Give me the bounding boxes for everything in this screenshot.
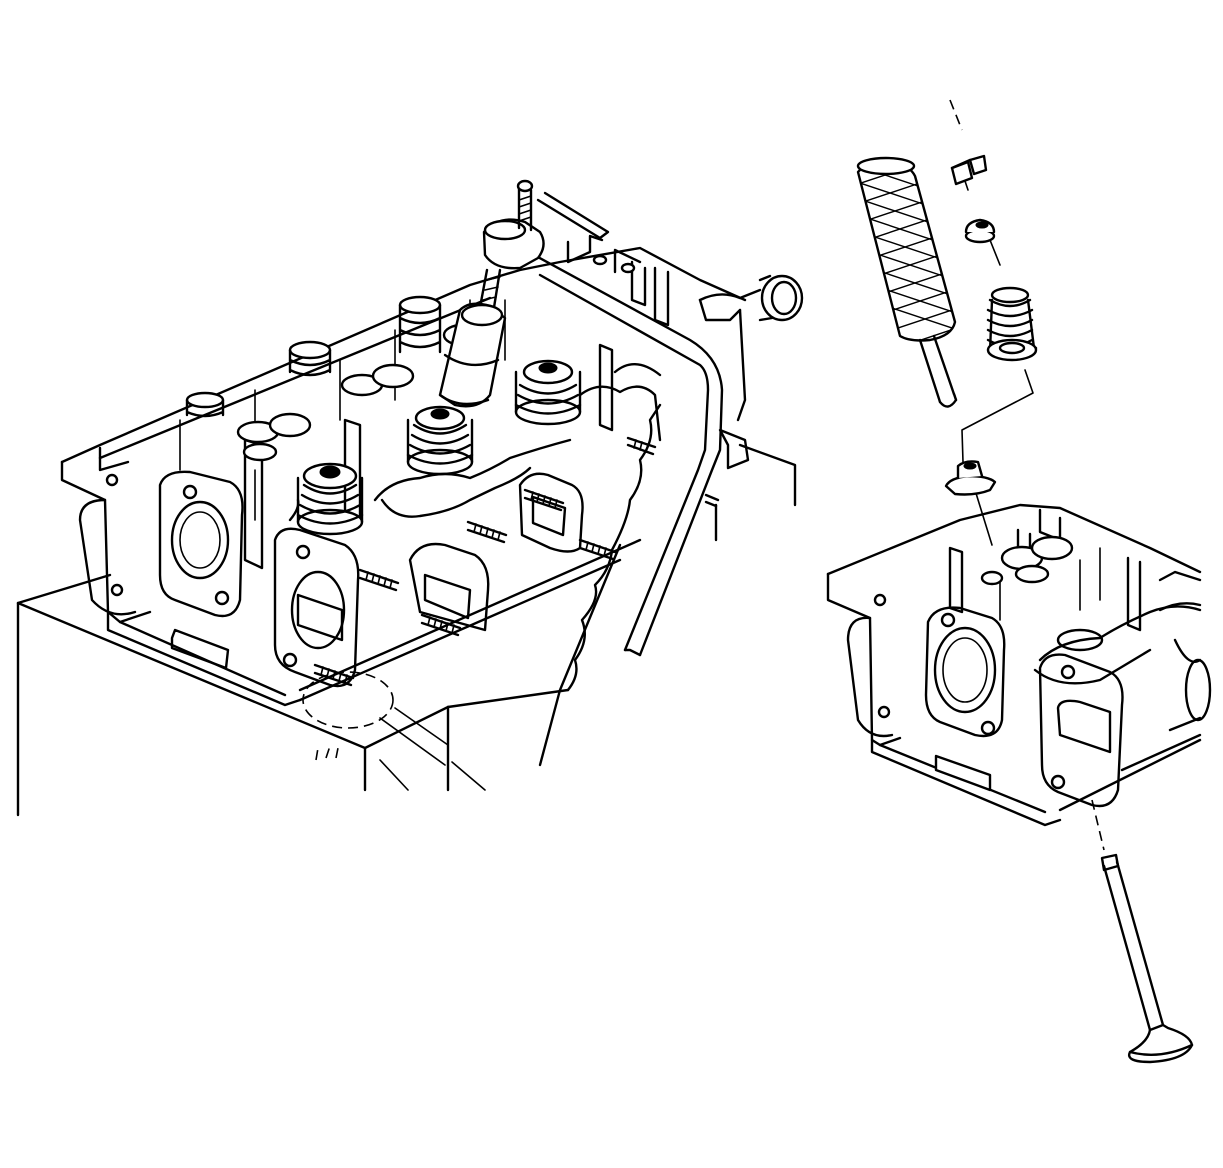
cylinder-head-icon bbox=[698, 274, 804, 470]
valve-spring-compressor-icon bbox=[438, 179, 724, 767]
seal-installer-tool-icon bbox=[856, 156, 958, 408]
cylinder-head-icon bbox=[826, 503, 1212, 827]
spring-retainer-icon bbox=[964, 218, 996, 244]
valve-keeper-icon bbox=[950, 154, 988, 186]
workbench-block-icon bbox=[16, 443, 797, 817]
valve-spring-icon bbox=[986, 286, 1038, 362]
valve-spring-icon bbox=[185, 295, 662, 536]
valve-icon bbox=[1091, 799, 1194, 1064]
cylinder-head-icon bbox=[60, 234, 747, 707]
valve-stem-seal-icon bbox=[944, 460, 997, 496]
stud-icon bbox=[313, 436, 720, 687]
